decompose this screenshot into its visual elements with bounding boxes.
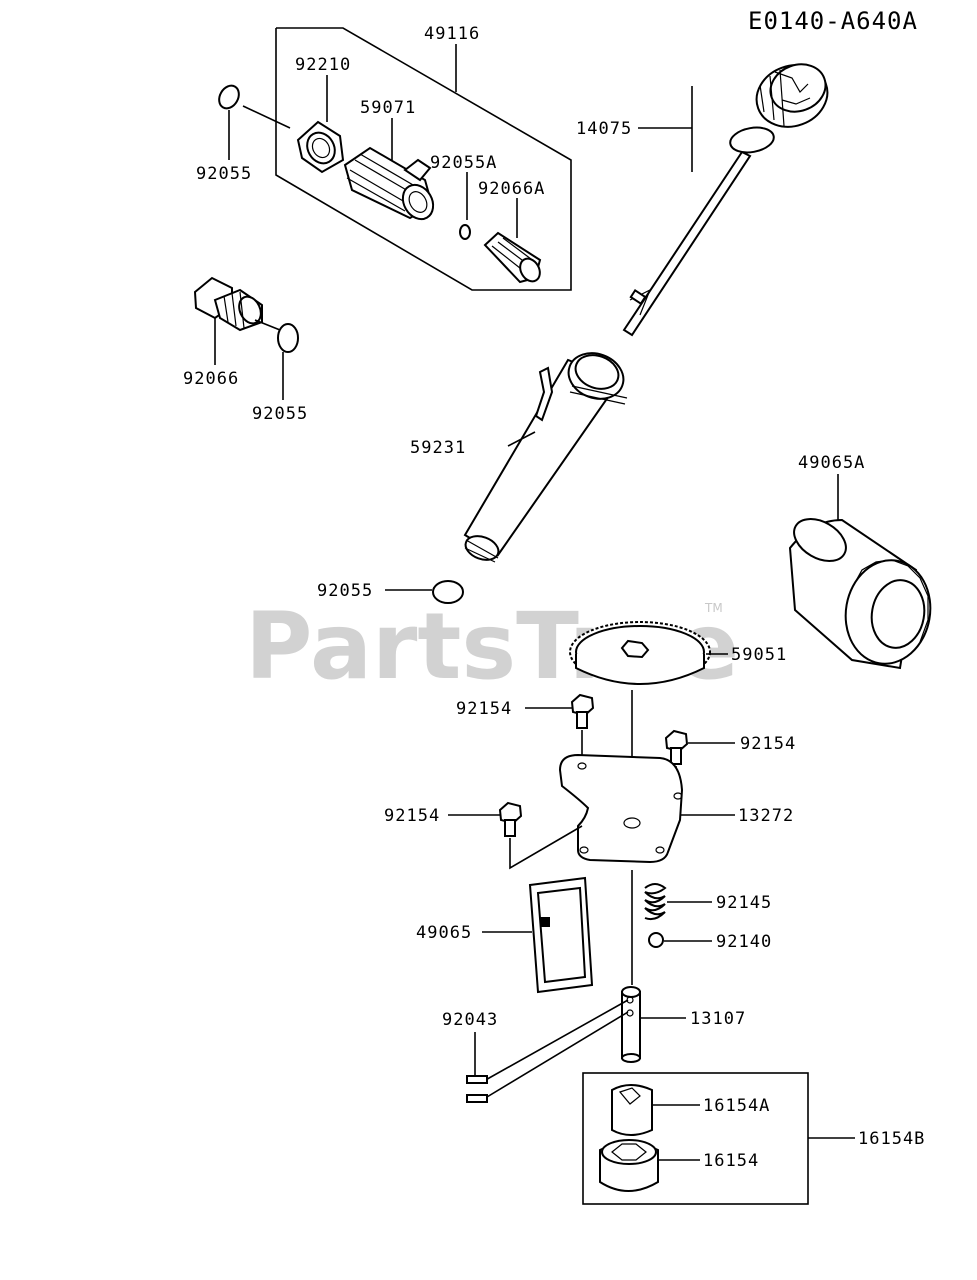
bolt-92154-left-bottom[interactable]	[448, 801, 523, 837]
label-49065A: 49065A	[798, 453, 865, 473]
label-92154-right: 92154	[740, 734, 796, 754]
label-92140: 92140	[716, 932, 772, 952]
label-92154-left-top: 92154	[456, 699, 512, 719]
o-ring-92055-top[interactable]	[215, 82, 291, 160]
label-16154: 16154	[703, 1151, 759, 1171]
o-ring-92055-middle[interactable]	[277, 323, 299, 400]
fill-tube-59231[interactable]	[462, 346, 630, 564]
label-92154-left-bottom: 92154	[384, 806, 440, 826]
shaft-13107[interactable]	[621, 986, 686, 1063]
strainer-49065[interactable]	[482, 876, 594, 994]
label-59071: 59071	[360, 98, 416, 118]
o-ring-92055A[interactable]	[459, 172, 471, 240]
label-92066: 92066	[183, 369, 239, 389]
diagram-code: E0140-A640A	[748, 7, 918, 35]
label-92055A: 92055A	[430, 153, 497, 173]
fitting-59071[interactable]	[343, 118, 439, 225]
label-92055-bottom: 92055	[317, 581, 373, 601]
label-14075: 14075	[576, 119, 632, 139]
bolt-92154-left-top[interactable]	[525, 693, 595, 760]
label-49116: 49116	[424, 24, 480, 44]
label-92145: 92145	[716, 893, 772, 913]
o-ring-92055-bottom[interactable]	[385, 580, 464, 604]
rotor-16154[interactable]	[599, 1139, 700, 1192]
label-16154A: 16154A	[703, 1096, 770, 1116]
pins-92043[interactable]	[466, 999, 629, 1103]
rotor-16154A[interactable]	[611, 1084, 700, 1136]
plug-92066A[interactable]	[483, 198, 544, 285]
watermark-trademark: TM	[704, 601, 723, 615]
label-49065: 49065	[416, 923, 472, 943]
spring-92145[interactable]	[644, 883, 712, 921]
label-92055-top: 92055	[196, 164, 252, 184]
label-92066A: 92066A	[478, 179, 545, 199]
group-box-16154B	[582, 1072, 855, 1205]
gear-59051[interactable]	[569, 621, 728, 685]
ball-92140[interactable]	[648, 932, 712, 948]
dipstick-14075[interactable]	[622, 55, 836, 337]
group-box-49116	[275, 27, 572, 291]
label-59231: 59231	[410, 438, 466, 458]
label-13272: 13272	[738, 806, 794, 826]
label-59051: 59051	[731, 645, 787, 665]
drain-plug-92066[interactable]	[193, 276, 281, 365]
label-92055-middle: 92055	[252, 404, 308, 424]
pump-cover-13272[interactable]	[509, 753, 735, 870]
label-16154B: 16154B	[858, 1129, 925, 1149]
label-92043: 92043	[442, 1010, 498, 1030]
oil-filter-49065A[interactable]	[787, 474, 939, 671]
label-13107: 13107	[690, 1009, 746, 1029]
nut-92210[interactable]	[296, 75, 345, 174]
label-92210: 92210	[295, 55, 351, 75]
